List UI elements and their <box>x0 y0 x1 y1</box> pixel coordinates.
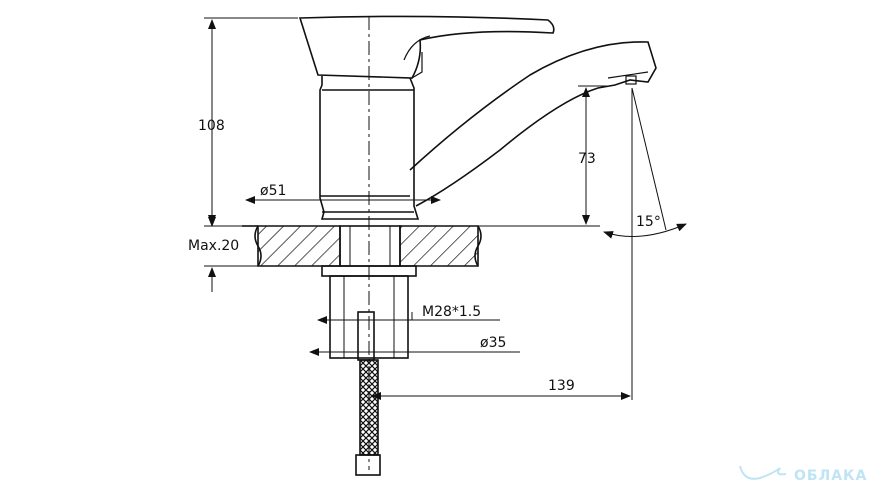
dim-73-label: 73 <box>578 151 596 167</box>
watermark-logo <box>739 465 787 480</box>
spout-angle-ref <box>631 87 667 231</box>
counter-slab-right <box>399 225 479 267</box>
lever-handle <box>298 15 555 79</box>
dim-139-label: 139 <box>548 378 575 394</box>
nut-stud <box>357 311 375 361</box>
lever-edge <box>403 35 431 61</box>
dim-max20-label: Max.20 <box>188 238 239 254</box>
dim-15-label: 15° <box>636 214 661 230</box>
dim-108-label: 108 <box>198 118 225 134</box>
aerator-tip <box>625 75 637 85</box>
flex-hose <box>359 359 379 456</box>
aerator-line <box>607 71 649 79</box>
hose-fitting <box>355 454 381 476</box>
dim-51-label: ø51 <box>260 183 286 199</box>
lever-cap <box>411 52 423 79</box>
counter-slab-left <box>257 225 341 267</box>
faucet-body <box>319 76 420 220</box>
watermark-text: ОБЛАКА <box>794 468 867 484</box>
spout <box>409 41 657 207</box>
dim-m28-label: M28*1.5 <box>422 304 481 320</box>
dim-35-label: ø35 <box>480 335 506 351</box>
mounting-nut <box>329 275 409 359</box>
counter-break-left <box>254 225 262 267</box>
shank-sleeve <box>339 225 401 267</box>
counter-break-right <box>474 225 482 267</box>
cloud-icon <box>739 465 787 480</box>
dim-15-arc <box>603 223 687 239</box>
